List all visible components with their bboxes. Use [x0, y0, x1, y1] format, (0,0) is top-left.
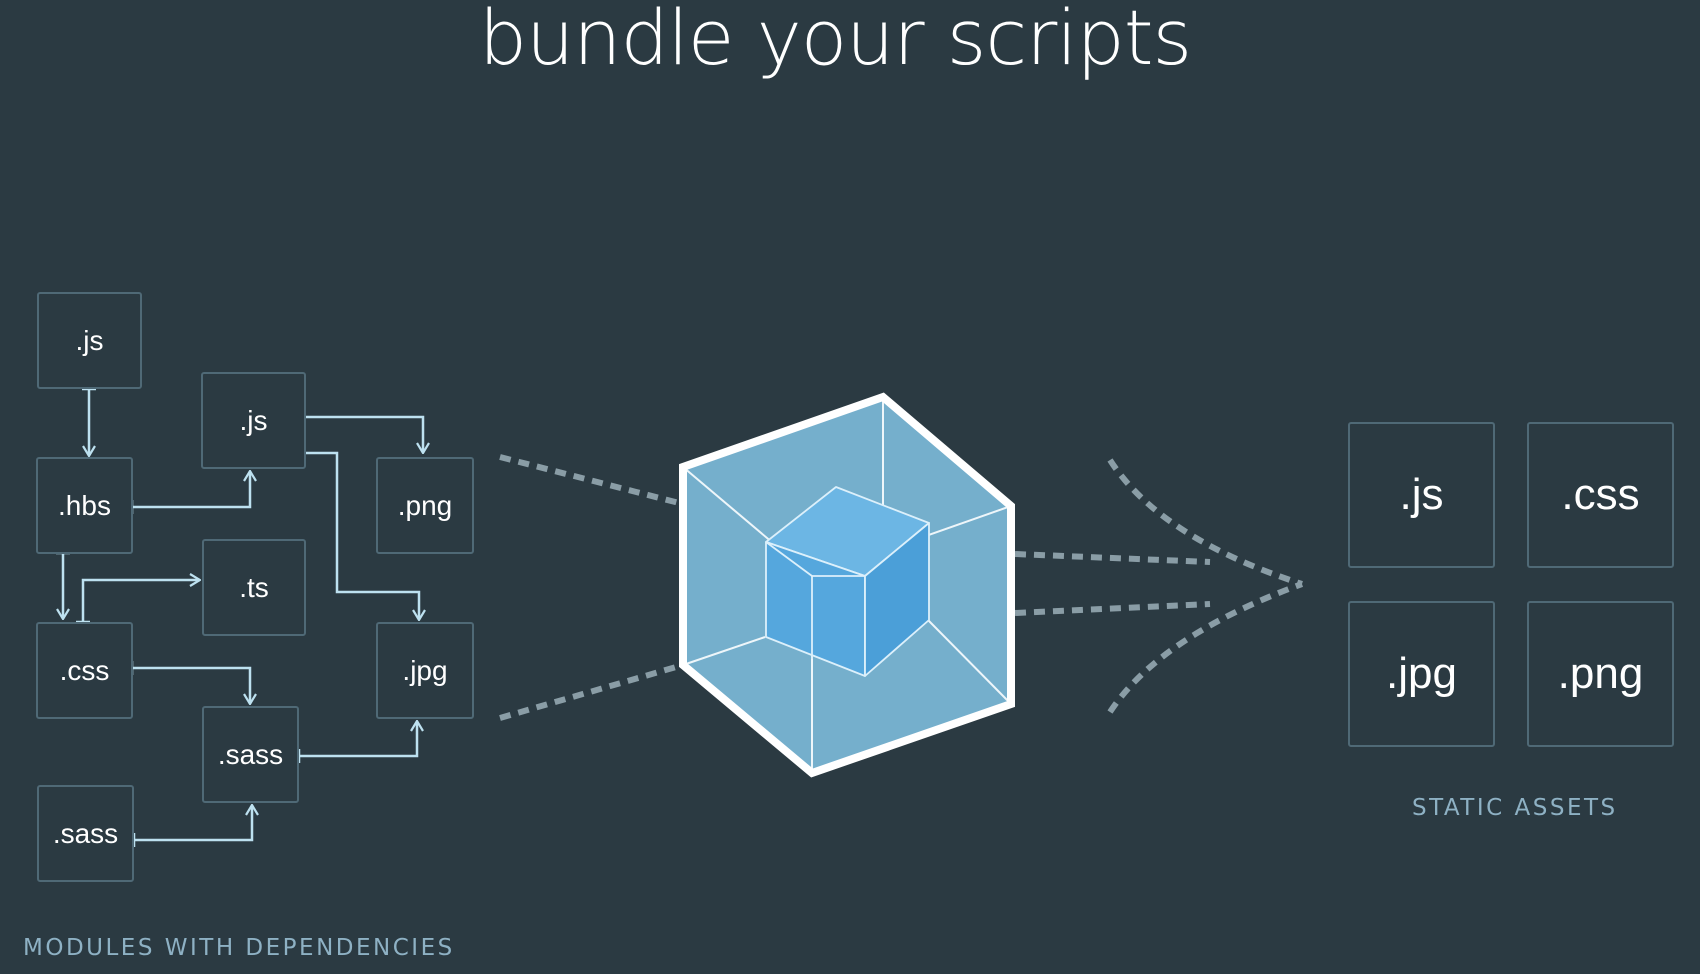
flow-line-in-top — [499, 454, 684, 507]
module-sass-middle: .sass — [202, 706, 299, 803]
module-label: .js — [75, 324, 104, 356]
module-label: .sass — [217, 738, 284, 770]
flow-line-out-bottom — [1014, 601, 1211, 616]
arrow-sass-to-jpg — [299, 721, 417, 758]
module-css: .css — [36, 622, 133, 719]
asset-label: .js — [1399, 470, 1444, 519]
arrow-css-to-ts — [81, 580, 200, 622]
dependency-arrows — [63, 389, 423, 842]
arrow-css-to-sass — [132, 666, 250, 704]
flow-line-out-top — [1014, 551, 1211, 565]
module-js-top: .js — [37, 292, 142, 389]
asset-jpg: .jpg — [1348, 601, 1495, 747]
module-sass-bottom: .sass — [37, 785, 134, 882]
module-hbs: .hbs — [36, 457, 133, 554]
asset-label: .jpg — [1386, 649, 1457, 698]
arrow-js-to-png — [304, 415, 423, 453]
module-js-middle: .js — [201, 372, 306, 469]
cube-outline — [679, 392, 1015, 778]
modules-caption: MODULES WITH DEPENDENCIES — [23, 935, 455, 961]
module-label: .png — [397, 489, 453, 521]
module-png: .png — [376, 457, 474, 554]
module-label: .sass — [52, 817, 119, 849]
arrow-sass-to-sass — [134, 805, 252, 842]
asset-js: .js — [1348, 422, 1495, 568]
asset-png: .png — [1527, 601, 1674, 747]
module-label: .ts — [239, 571, 269, 603]
module-jpg: .jpg — [376, 622, 474, 719]
module-label: .hbs — [58, 489, 111, 521]
asset-css: .css — [1527, 422, 1674, 568]
flow-line-in-bottom — [499, 662, 684, 721]
webpack-cube-icon — [679, 392, 1015, 778]
asset-label: .css — [1561, 470, 1640, 519]
module-label: .jpg — [402, 654, 448, 686]
arrow-js-to-jpg — [304, 451, 419, 620]
assets-caption: STATIC ASSETS — [1412, 795, 1618, 821]
module-ts: .ts — [202, 539, 306, 636]
flow-line-spread-top — [1107, 458, 1303, 587]
module-label: .js — [239, 404, 268, 436]
asset-label: .png — [1557, 649, 1644, 698]
cube-inner — [765, 486, 930, 677]
arrow-hbs-to-js — [132, 471, 250, 509]
dotted-flow-lines — [499, 454, 1304, 721]
flow-line-spread-bottom — [1107, 581, 1304, 714]
page-title: bundle your scripts — [478, 0, 1192, 82]
module-label: .css — [59, 654, 110, 686]
